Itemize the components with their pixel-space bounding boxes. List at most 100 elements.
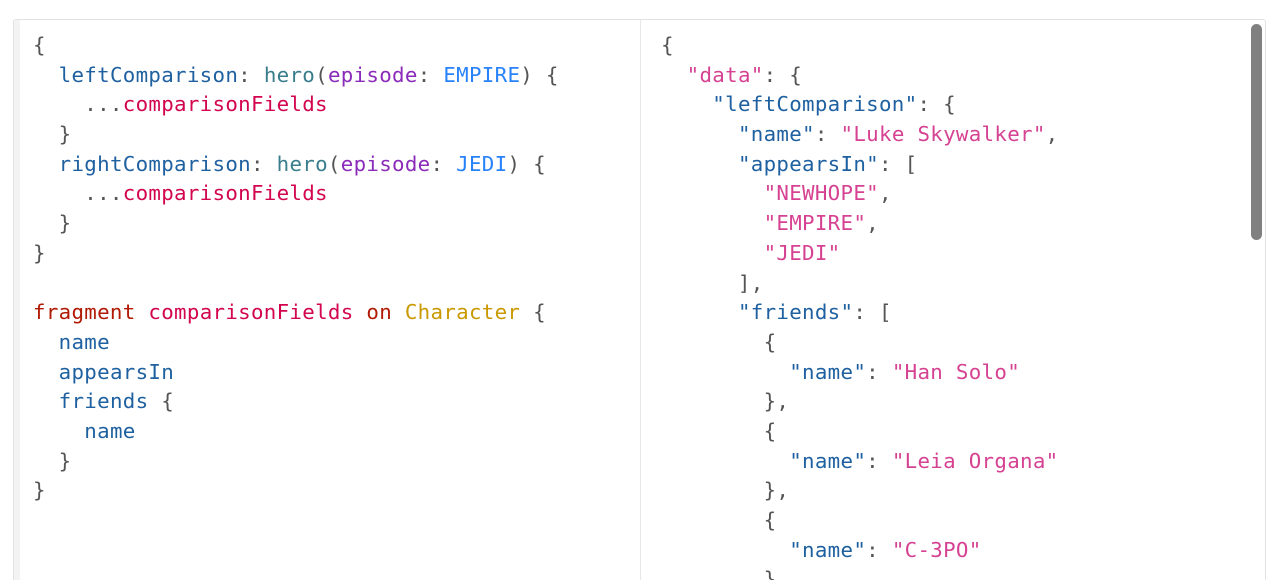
query-code[interactable]: { leftComparison: hero(episode: EMPIRE) … [33, 31, 559, 506]
result-line: "NEWHOPE", [661, 179, 1059, 209]
code-token-def: name [84, 418, 136, 443]
code-token-str: "NEWHOPE" [763, 181, 879, 206]
code-token-str: "data" [686, 62, 764, 87]
query-line: name [33, 417, 559, 447]
code-token-punct: , [878, 181, 892, 206]
code-token-punct [661, 449, 789, 473]
query-line: } [33, 209, 559, 239]
code-token-enum: EMPIRE [443, 62, 521, 87]
code-token-prop: leftComparison [58, 62, 239, 87]
code-token-punct: : [ [853, 300, 892, 325]
result-line: }, [661, 565, 1059, 580]
code-token-enum: JEDI [456, 151, 508, 176]
code-token-def: name [58, 329, 110, 354]
result-line: "EMPIRE", [661, 209, 1059, 239]
result-line: "JEDI" [661, 239, 1059, 269]
result-viewer: { "data": { "leftComparison": { "name": … [641, 20, 1265, 580]
result-line: "name": "Leia Organa" [661, 447, 1059, 477]
code-token-punct: : [866, 359, 892, 384]
code-token-punct: } [33, 448, 72, 473]
code-token-punct [661, 152, 738, 176]
code-token-punct: : [417, 62, 444, 87]
result-line: "name": "Luke Skywalker", [661, 120, 1059, 150]
code-token-str: "EMPIRE" [763, 211, 867, 236]
code-token-punct: ( [315, 62, 328, 87]
code-token-field-hero: hero [276, 151, 328, 176]
code-token-punct [33, 360, 59, 384]
code-token-punct [392, 300, 405, 324]
code-token-punct [661, 300, 738, 324]
code-token-punct: } [33, 240, 46, 265]
code-token-str: "JEDI" [763, 240, 841, 265]
code-token-punct [33, 152, 59, 176]
code-token-key: "friends" [737, 300, 854, 325]
code-token-key: "name" [789, 448, 867, 473]
code-token-punct: }, [661, 478, 790, 503]
query-line [33, 269, 559, 299]
query-line: appearsIn [33, 358, 559, 388]
query-line: } [33, 239, 559, 269]
code-token-str: "Han Solo" [891, 359, 1021, 384]
code-token-punct [661, 181, 764, 205]
code-token-punct: { [661, 508, 777, 532]
query-line: } [33, 447, 559, 477]
code-token-arg: episode [327, 62, 418, 87]
code-token-punct [661, 538, 789, 562]
code-token-punct: : [430, 151, 457, 176]
code-token-punct: { [520, 300, 546, 325]
code-token-punct: } [33, 122, 72, 147]
code-token-punct: ) { [507, 151, 546, 176]
code-token-punct: ], [661, 270, 764, 295]
code-token-key: "name" [789, 359, 867, 384]
code-token-def: appearsIn [58, 359, 175, 384]
code-token-str: "Luke Skywalker" [840, 122, 1046, 147]
code-token-punct: : [250, 151, 277, 176]
code-token-key: "name" [789, 537, 867, 562]
code-token-punct [33, 389, 59, 413]
result-line: "data": { [661, 61, 1059, 91]
code-token-punct [661, 360, 789, 384]
code-token-punct: } [33, 478, 46, 503]
result-line: }, [661, 476, 1059, 506]
code-token-punct [661, 211, 764, 235]
query-line: } [33, 120, 559, 150]
code-token-punct: }, [661, 567, 790, 580]
code-token-key: "leftComparison" [712, 92, 918, 117]
result-line: { [661, 506, 1059, 536]
code-token-keyword: fragment [33, 300, 136, 325]
code-token-punct [136, 300, 149, 324]
result-line: ], [661, 269, 1059, 299]
code-token-type: Character [404, 300, 521, 325]
code-token-punct: ( [327, 151, 341, 176]
code-token-punct: : [ [878, 151, 918, 176]
code-token-punct: , [1045, 122, 1059, 147]
result-code: { "data": { "leftComparison": { "name": … [661, 31, 1059, 580]
result-scrollbar-thumb[interactable] [1251, 24, 1262, 240]
code-token-punct: : [814, 122, 841, 147]
code-token-punct: { [661, 418, 777, 443]
code-token-punct: { [148, 389, 175, 414]
code-token-punct [33, 330, 59, 354]
code-token-spread-name: comparisonFields [122, 181, 328, 206]
code-token-punct: : { [917, 92, 956, 117]
code-token-key: "appearsIn" [737, 151, 879, 176]
code-token-punct [33, 63, 59, 87]
code-token-punct: , [866, 211, 879, 236]
query-line: rightComparison: hero(episode: JEDI) { [33, 150, 559, 180]
code-token-punct: } [33, 211, 72, 236]
code-token-punct [661, 92, 712, 116]
result-scrollbar[interactable] [1245, 20, 1265, 580]
result-line: "appearsIn": [ [661, 150, 1059, 180]
query-editor[interactable]: { leftComparison: hero(episode: EMPIRE) … [14, 20, 641, 580]
query-line: } [33, 476, 559, 506]
query-line: ...comparisonFields [33, 90, 559, 120]
result-line: }, [661, 387, 1059, 417]
code-token-punct: ... [33, 181, 123, 206]
code-token-prop: rightComparison [58, 151, 251, 176]
result-line: "friends": [ [661, 298, 1059, 328]
code-token-spread-name: comparisonFields [148, 300, 354, 325]
result-line: { [661, 328, 1059, 358]
code-token-def: friends [58, 389, 149, 414]
result-line: { [661, 31, 1059, 61]
query-line: ...comparisonFields [33, 179, 559, 209]
